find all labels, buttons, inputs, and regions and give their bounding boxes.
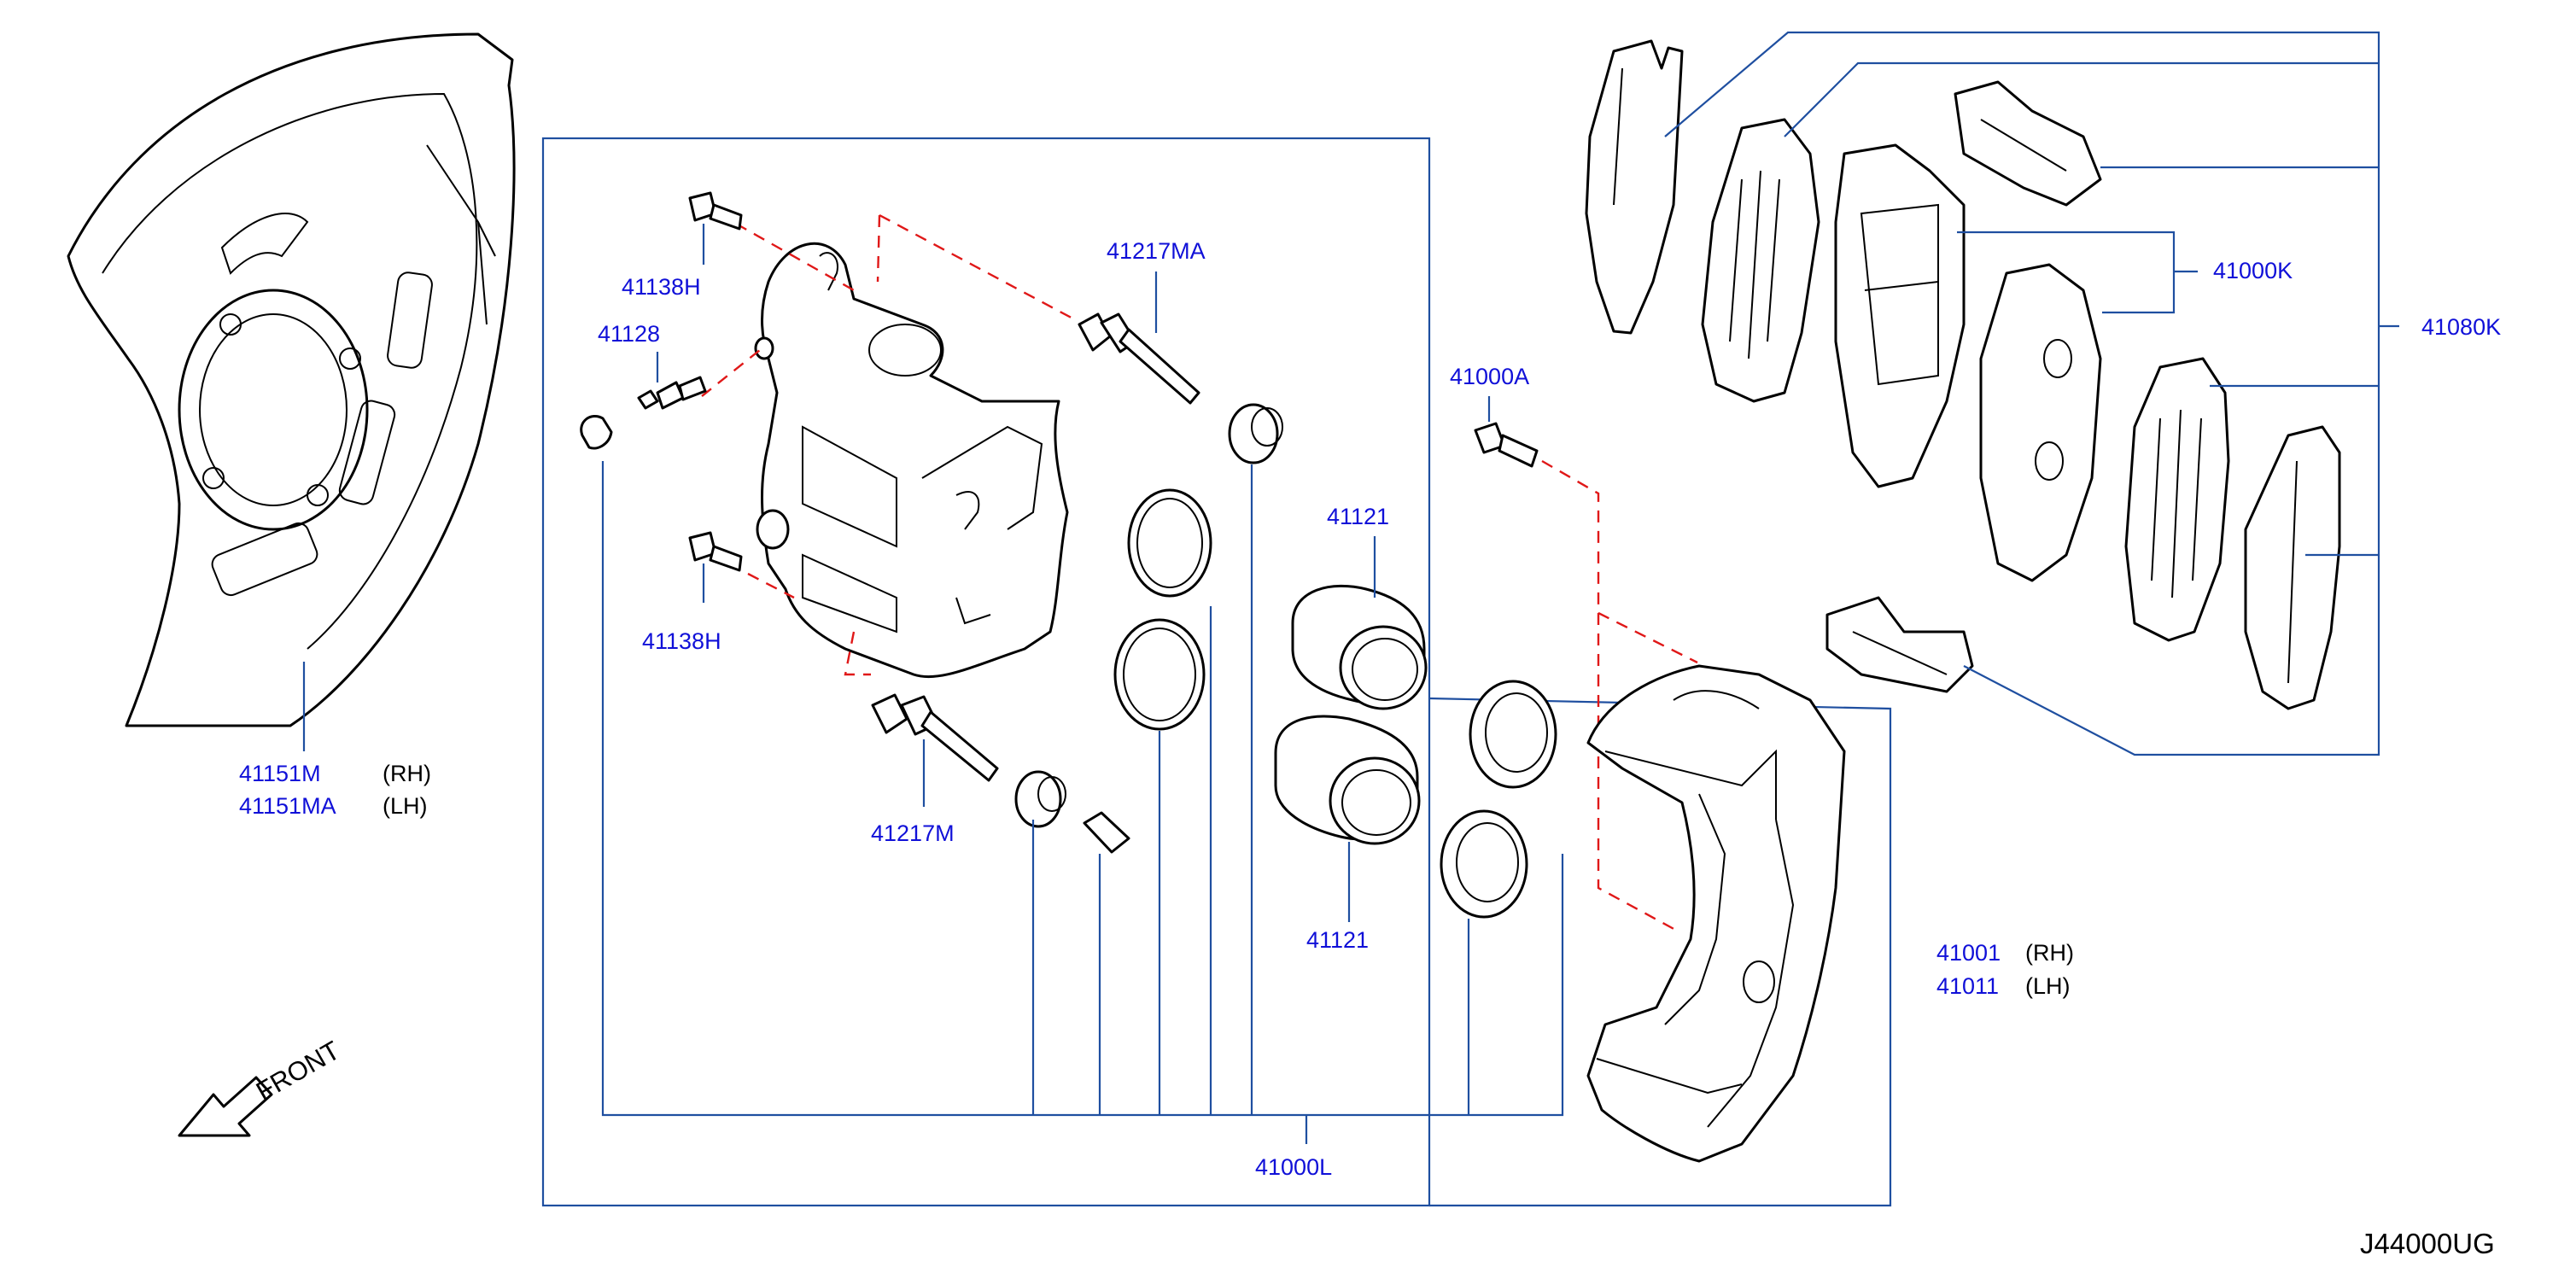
label-41000l: 41000L bbox=[1255, 1154, 1332, 1180]
pad-shim-outer-left bbox=[1585, 39, 1684, 335]
guide-pin-41217ma bbox=[1078, 312, 1200, 405]
piston-seal-lower bbox=[1113, 618, 1206, 731]
pad-plate-right bbox=[2124, 357, 2230, 642]
label-41011-side: (LH) bbox=[2025, 973, 2071, 999]
caliper-assembly-frame bbox=[541, 137, 1431, 1207]
piston-upper-41121 bbox=[1291, 584, 1428, 710]
caliper-bracket bbox=[1586, 664, 1846, 1163]
piston-seal-upper bbox=[1127, 488, 1212, 598]
label-41001: 41001 bbox=[1936, 940, 2001, 966]
caliper-body bbox=[754, 242, 1069, 679]
leader-41000l bbox=[601, 461, 1564, 1144]
bolt-41138h-bottom bbox=[688, 531, 743, 572]
leader-41000k bbox=[1957, 231, 2198, 314]
label-41138h-bottom: 41138H bbox=[642, 628, 721, 654]
front-label: FRONT bbox=[251, 1035, 345, 1106]
bleeder-cap bbox=[580, 415, 613, 450]
bolt-41000a bbox=[1474, 422, 1539, 468]
label-41217m: 41217M bbox=[871, 820, 955, 846]
label-41151ma-side: (LH) bbox=[383, 793, 428, 819]
bolt-41138h-top bbox=[688, 191, 743, 231]
label-41151m-side: (RH) bbox=[383, 761, 431, 786]
label-41080k: 41080K bbox=[2421, 314, 2501, 340]
label-41001-side: (RH) bbox=[2025, 940, 2074, 966]
label-41128: 41128 bbox=[598, 321, 660, 347]
front-arrow-icon bbox=[178, 1076, 273, 1137]
guide-41138h-bottom bbox=[747, 572, 795, 599]
bleeder-41128 bbox=[637, 376, 707, 410]
pad-clip-top bbox=[1954, 80, 2102, 207]
piston-boot-upper bbox=[1469, 680, 1557, 789]
label-41151m: 41151M bbox=[239, 761, 321, 786]
guide-pin-41217m bbox=[871, 693, 999, 782]
brake-pad-right bbox=[1979, 263, 2102, 582]
guide-41128 bbox=[701, 349, 761, 397]
pad-clip-bottom bbox=[1825, 596, 1974, 693]
pin-boot-lower bbox=[1014, 770, 1066, 828]
pin-boot-upper bbox=[1228, 403, 1283, 464]
label-41217ma: 41217MA bbox=[1107, 238, 1206, 264]
pad-plate-left bbox=[1701, 118, 1820, 403]
diagram-code: J44000UG bbox=[2360, 1228, 2495, 1259]
leader-41080k bbox=[1664, 31, 2399, 756]
guide-41217m bbox=[844, 631, 871, 676]
piston-lower-41121 bbox=[1274, 715, 1421, 845]
guide-caliper-pin bbox=[876, 213, 1078, 323]
guide-caliper-top bbox=[735, 222, 855, 292]
piston-boot-lower bbox=[1440, 809, 1528, 919]
dust-shield bbox=[67, 32, 516, 727]
label-41151ma: 41151MA bbox=[239, 793, 336, 819]
label-41000a: 41000A bbox=[1450, 364, 1529, 389]
guide-41000a bbox=[1541, 459, 1698, 932]
label-41011: 41011 bbox=[1936, 973, 1999, 999]
label-41000k: 41000K bbox=[2213, 258, 2293, 283]
label-41121-bottom: 41121 bbox=[1306, 927, 1369, 953]
pin-sleeve bbox=[1083, 811, 1130, 854]
label-41121-top: 41121 bbox=[1327, 504, 1389, 529]
label-41138h-top: 41138H bbox=[622, 274, 701, 300]
pad-shim-outer-right bbox=[2244, 425, 2341, 710]
brake-pad-left bbox=[1834, 143, 1966, 488]
